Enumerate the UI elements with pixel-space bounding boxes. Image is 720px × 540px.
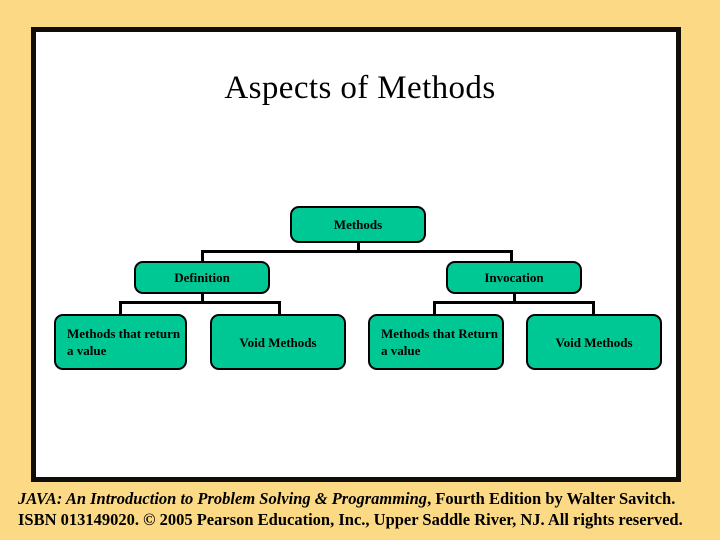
node-invocation-void-methods: Void Methods (526, 314, 662, 370)
footer-edition-author: , Fourth Edition by Walter Savitch. (427, 489, 676, 508)
footer-line-2: ISBN 013149020. © 2005 Pearson Education… (18, 510, 683, 529)
connector-invocation-crossbar (433, 301, 595, 304)
connector-to-inv-return-value (433, 301, 436, 315)
connector-root-crossbar (201, 250, 513, 253)
connector-to-def-return-value (119, 301, 122, 315)
connector-to-def-void-methods (278, 301, 281, 315)
connector-to-inv-void-methods (592, 301, 595, 315)
node-invocation-methods-that-return-a-value: Methods that Return a value (368, 314, 504, 370)
node-definition-void-methods: Void Methods (210, 314, 346, 370)
footer-line-1: JAVA: An Introduction to Problem Solving… (18, 488, 702, 509)
connector-root-stem (357, 243, 360, 252)
connector-invocation-stem (513, 294, 516, 303)
connector-definition-crossbar (119, 301, 281, 304)
page-title: Aspects of Methods (224, 70, 496, 106)
node-methods: Methods (290, 206, 426, 243)
node-definition: Definition (134, 261, 270, 294)
node-invocation: Invocation (446, 261, 582, 294)
connector-to-invocation (510, 250, 513, 263)
slide-content-frame (31, 27, 681, 482)
connector-definition-stem (201, 294, 204, 303)
node-definition-methods-that-return-a-value: Methods that return a value (54, 314, 187, 370)
connector-to-definition (201, 250, 204, 263)
copyright-footer: JAVA: An Introduction to Problem Solving… (0, 488, 720, 530)
footer-book-title: JAVA: An Introduction to Problem Solving… (18, 489, 428, 508)
